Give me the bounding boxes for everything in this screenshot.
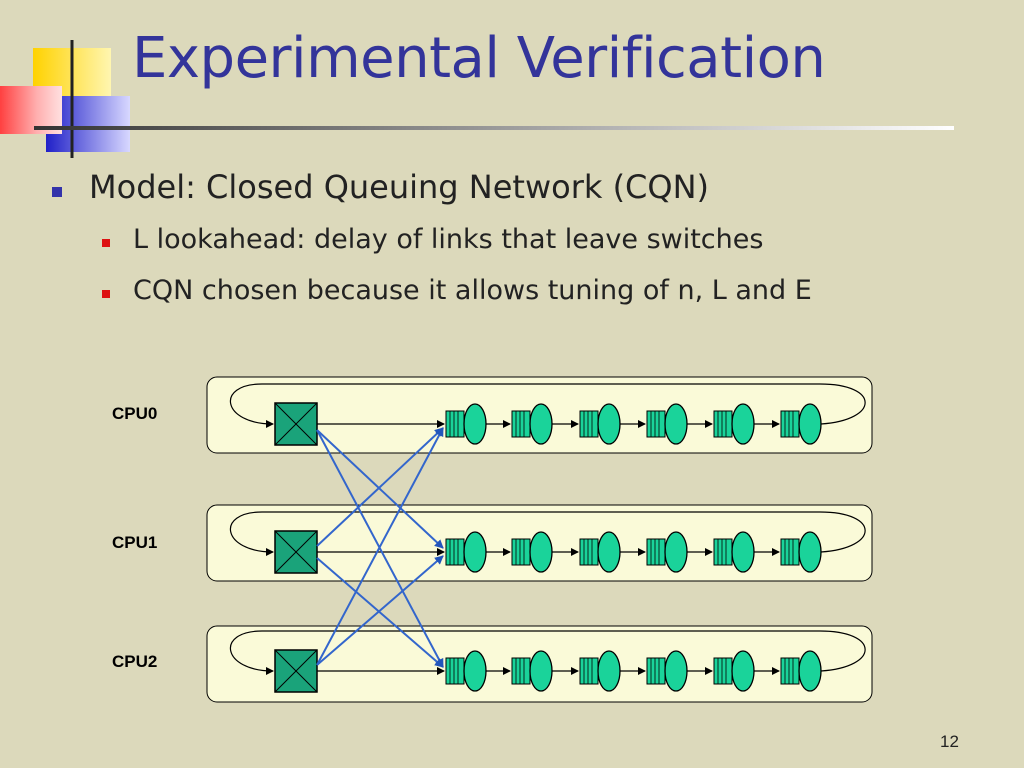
bullet-cqn-chosen-text: CQN chosen because it allows tuning of n… xyxy=(133,275,812,306)
queue-server xyxy=(529,531,553,573)
cross-link-arrow xyxy=(316,555,444,666)
cross-link-arrow xyxy=(316,429,444,549)
queue-server xyxy=(664,403,688,445)
queue-buffer xyxy=(780,657,800,685)
queue-server xyxy=(529,403,553,445)
queue-buffer xyxy=(646,538,666,566)
slide-title: Experimental Verification xyxy=(132,26,826,91)
queue-buffer xyxy=(579,410,599,438)
queue-server xyxy=(731,650,755,692)
queue-server xyxy=(463,403,487,445)
cross-link-arrow xyxy=(316,557,444,668)
queue-server xyxy=(597,531,621,573)
queue-buffer xyxy=(646,657,666,685)
cqn-diagram xyxy=(206,376,873,703)
page-number: 12 xyxy=(940,732,959,751)
queue-buffer xyxy=(511,538,531,566)
cpu0-label: CPU0 xyxy=(112,404,158,423)
queue-buffer xyxy=(511,410,531,438)
queue-buffer xyxy=(646,410,666,438)
queue-server xyxy=(798,650,822,692)
queue-server xyxy=(529,650,553,692)
cpu1-label: CPU1 xyxy=(112,533,158,552)
queue-server xyxy=(597,650,621,692)
bullet-lookahead-text: L lookahead: delay of links that leave s… xyxy=(133,224,764,255)
bullet-square-icon xyxy=(52,187,62,197)
queue-server xyxy=(731,403,755,445)
queue-server xyxy=(731,531,755,573)
title-rule xyxy=(34,126,954,130)
queue-buffer xyxy=(713,538,733,566)
switch-cross-line xyxy=(274,649,318,693)
queue-server xyxy=(597,403,621,445)
queue-buffer xyxy=(511,657,531,685)
feedback-loop-arrow xyxy=(230,383,866,428)
queue-buffer xyxy=(445,410,465,438)
cross-link-arrow xyxy=(316,427,444,547)
cross-link-arrow xyxy=(316,427,444,666)
queue-buffer xyxy=(713,657,733,685)
queue-buffer xyxy=(579,538,599,566)
switch-cross-line xyxy=(274,530,318,574)
queue-server xyxy=(798,403,822,445)
queue-buffer xyxy=(445,538,465,566)
bullet-square-icon xyxy=(102,290,110,298)
cpu2-label: CPU2 xyxy=(112,652,158,671)
switch-cross-line xyxy=(274,402,318,446)
feedback-loop-arrow xyxy=(230,511,866,556)
bullet-square-icon xyxy=(102,239,110,247)
queue-server xyxy=(463,531,487,573)
queue-buffer xyxy=(445,657,465,685)
feedback-loop-arrow xyxy=(230,630,866,675)
queue-server xyxy=(664,650,688,692)
queue-buffer xyxy=(713,410,733,438)
title-decoration xyxy=(0,40,954,158)
queue-server xyxy=(463,650,487,692)
queue-server xyxy=(664,531,688,573)
bullet-model-text: Model: Closed Queuing Network (CQN) xyxy=(89,168,709,206)
queue-buffer xyxy=(780,538,800,566)
queue-server xyxy=(798,531,822,573)
queue-buffer xyxy=(579,657,599,685)
queue-buffer xyxy=(780,410,800,438)
